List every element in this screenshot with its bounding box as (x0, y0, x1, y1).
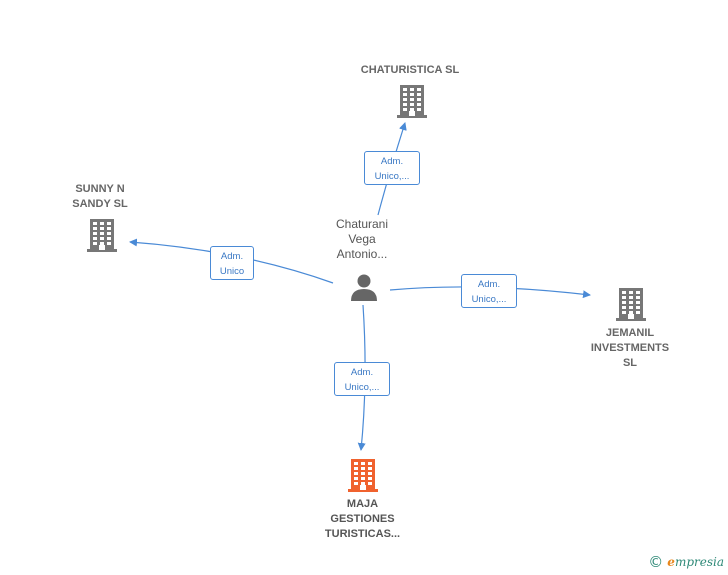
edge-label-to-sunny[interactable]: Adm. Unico (210, 246, 254, 280)
person-name[interactable]: Chaturani Vega Antonio... (335, 217, 389, 261)
building-icon-maja[interactable] (347, 458, 379, 492)
person-icon[interactable] (349, 272, 379, 302)
copyright-icon: © (648, 553, 664, 571)
edge-label-to-jemanil[interactable]: Adm. Unico,... (461, 274, 517, 308)
building-icon-sunny[interactable] (86, 218, 118, 252)
edge-label-to-maja[interactable]: Adm. Unico,... (334, 362, 390, 396)
brand-logo: empresia (667, 555, 724, 569)
edge-label-to-chaturistica[interactable]: Adm. Unico,... (364, 151, 420, 185)
company-name-sunny[interactable]: SUNNY N SANDY SL (72, 183, 128, 210)
company-name-maja[interactable]: MAJA GESTIONES TURISTICAS... (324, 498, 401, 540)
company-name-jemanil[interactable]: JEMANIL INVESTMENTS SL (590, 327, 670, 369)
building-icon-jemanil[interactable] (615, 287, 647, 321)
company-name-chaturistica[interactable]: CHATURISTICA SL (360, 64, 460, 76)
footer-brand[interactable]: © empresia (648, 553, 724, 571)
building-icon-chaturistica[interactable] (396, 84, 428, 118)
